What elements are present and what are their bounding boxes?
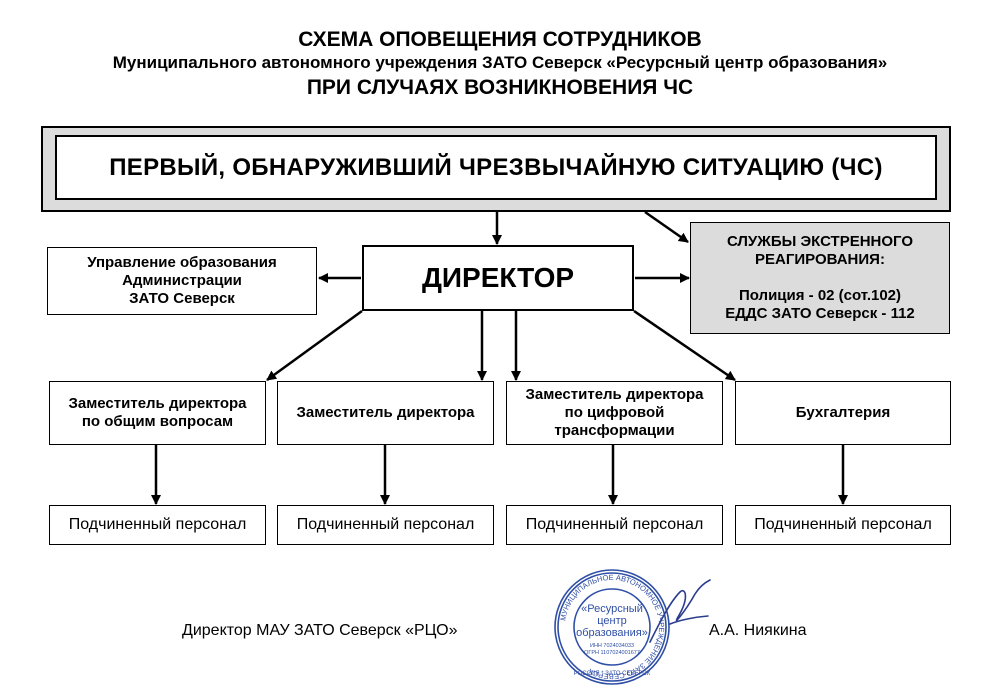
arrow-first-to-emergency bbox=[644, 210, 689, 244]
staff-label: Подчиненный персонал bbox=[68, 516, 247, 533]
staff-label: Подчиненный персонал bbox=[525, 516, 704, 533]
page-title: СХЕМА ОПОВЕЩЕНИЯ СОТРУДНИКОВ bbox=[298, 28, 702, 51]
emergency-services-box: СЛУЖБЫ ЭКСТРЕННОГО РЕАГИРОВАНИЯ: Полиция… bbox=[690, 222, 950, 334]
staff-box: Подчиненный персонал bbox=[735, 505, 951, 545]
stamp-ogrn: ОГРН 1107024001677 bbox=[584, 650, 640, 656]
staff-label: Подчиненный персонал bbox=[754, 516, 932, 533]
police-number: Полиция - 02 (сот.102) bbox=[738, 287, 902, 304]
edds-number: ЕДДС ЗАТО Северск - 112 bbox=[725, 305, 915, 322]
stamp-center-text: образования» bbox=[576, 627, 648, 639]
deputy-digital-box: Заместитель директора по цифровой трансф… bbox=[506, 381, 723, 445]
director-label: ДИРЕКТОР bbox=[421, 262, 575, 293]
director-name: А.А. Ниякина bbox=[709, 622, 807, 639]
dept-label: Заместитель директора bbox=[296, 404, 475, 421]
staff-box: Подчиненный персонал bbox=[506, 505, 723, 545]
arrow-director-to-dept4 bbox=[633, 309, 736, 382]
dept-label: по общим вопросам bbox=[81, 413, 234, 430]
dept-label: Заместитель директора bbox=[68, 395, 247, 412]
stamp-bottom-text: РОССИЯ * ЗАТО СЕВЕРСК bbox=[574, 671, 651, 677]
staff-label: Подчиненный персонал bbox=[296, 516, 475, 533]
accounting-box: Бухгалтерия bbox=[735, 381, 951, 445]
staff-box: Подчиненный персонал bbox=[277, 505, 494, 545]
director-box: ДИРЕКТОР bbox=[362, 245, 634, 311]
dept-label: Бухгалтерия bbox=[795, 404, 891, 421]
dept-label: Заместитель директора bbox=[525, 386, 704, 403]
dept-label: трансформации bbox=[554, 422, 675, 439]
first-reporter-box: ПЕРВЫЙ, ОБНАРУЖИВШИЙ ЧРЕЗВЫЧАЙНУЮ СИТУАЦ… bbox=[55, 135, 937, 200]
director-signature bbox=[649, 579, 711, 643]
deputy-director-box: Заместитель директора bbox=[277, 381, 494, 445]
page-subtitle: ПРИ СЛУЧАЯХ ВОЗНИКНОВЕНИЯ ЧС bbox=[306, 76, 694, 99]
stamp-center-text: центр bbox=[597, 615, 627, 627]
organization-stamp: МУНИЦИПАЛЬНОЕ АВТОНОМНОЕ УЧРЕЖДЕНИЕ ЗАТО… bbox=[554, 569, 670, 685]
arrow-director-to-dept1 bbox=[266, 309, 363, 382]
education-department-line: Управление образования bbox=[87, 254, 277, 271]
education-department-box: Управление образования Администрации ЗАТ… bbox=[47, 247, 317, 315]
stamp-rings bbox=[554, 569, 670, 685]
deputy-general-box: Заместитель директора по общим вопросам bbox=[49, 381, 266, 445]
stamp-inn: ИНН 7024034033 bbox=[590, 643, 634, 649]
education-department-line: ЗАТО Северск bbox=[129, 290, 235, 307]
director-title: Директор МАУ ЗАТО Северск «РЦО» bbox=[182, 622, 458, 639]
dept-label: по цифровой bbox=[564, 404, 665, 421]
organization-subtitle: Муниципального автономного учреждения ЗА… bbox=[112, 53, 888, 72]
first-reporter-label: ПЕРВЫЙ, ОБНАРУЖИВШИЙ ЧРЕЗВЫЧАЙНУЮ СИТУАЦ… bbox=[109, 153, 883, 181]
staff-box: Подчиненный персонал bbox=[49, 505, 266, 545]
emergency-services-title: СЛУЖБЫ ЭКСТРЕННОГО bbox=[726, 233, 914, 250]
stamp-center-text: «Ресурсный bbox=[581, 603, 643, 615]
emergency-services-title: РЕАГИРОВАНИЯ: bbox=[755, 251, 885, 268]
education-department-line: Администрации bbox=[122, 272, 242, 289]
